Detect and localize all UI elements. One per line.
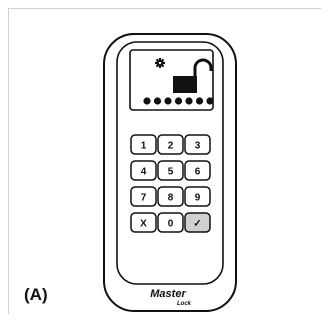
pin-dot [174, 97, 183, 105]
figure-label: (A) [24, 285, 48, 304]
key-9-button[interactable]: 9 [184, 186, 211, 207]
brand-master: Master [150, 288, 186, 300]
key-8-button[interactable]: 8 [157, 186, 184, 207]
key-label: X [140, 219, 147, 230]
unlocked-padlock-icon [173, 58, 213, 93]
keypad: 1 2 3 4 5 6 7 8 9X 0 ✓ [130, 134, 211, 233]
key-label: ✓ [193, 219, 201, 230]
key-x-button[interactable]: X [130, 212, 157, 233]
display-window [129, 49, 214, 111]
pin-dot [195, 97, 204, 105]
pin-dot [153, 97, 162, 105]
key-label: 3 [195, 141, 201, 152]
key-confirm-button[interactable]: ✓ [184, 212, 211, 233]
key-7-button[interactable]: 7 [130, 186, 157, 207]
pin-dots [143, 97, 214, 105]
key-1-button[interactable]: 1 [130, 134, 157, 155]
key-0-button[interactable]: 0 [157, 212, 184, 233]
key-4-button[interactable]: 4 [130, 160, 157, 181]
key-label: 0 [168, 219, 174, 230]
key-5-button[interactable]: 5 [157, 160, 184, 181]
gear-icon [155, 58, 165, 68]
key-label: 1 [141, 141, 147, 152]
key-3-button[interactable]: 3 [184, 134, 211, 155]
key-label: 4 [141, 167, 147, 178]
brand-lock: Lock [177, 301, 192, 307]
figure-frame [8, 8, 321, 314]
key-6-button[interactable]: 6 [184, 160, 211, 181]
pin-dot [185, 97, 193, 105]
pin-dot [206, 97, 214, 105]
key-label: 8 [168, 193, 174, 204]
key-2-button[interactable]: 2 [157, 134, 184, 155]
key-label: 2 [168, 141, 174, 152]
key-label: 6 [195, 167, 201, 178]
pin-dot [143, 97, 151, 105]
pin-dot [164, 97, 172, 105]
key-label: 7 [141, 193, 147, 204]
key-label: 9 [195, 193, 201, 204]
key-label: 5 [168, 167, 174, 178]
